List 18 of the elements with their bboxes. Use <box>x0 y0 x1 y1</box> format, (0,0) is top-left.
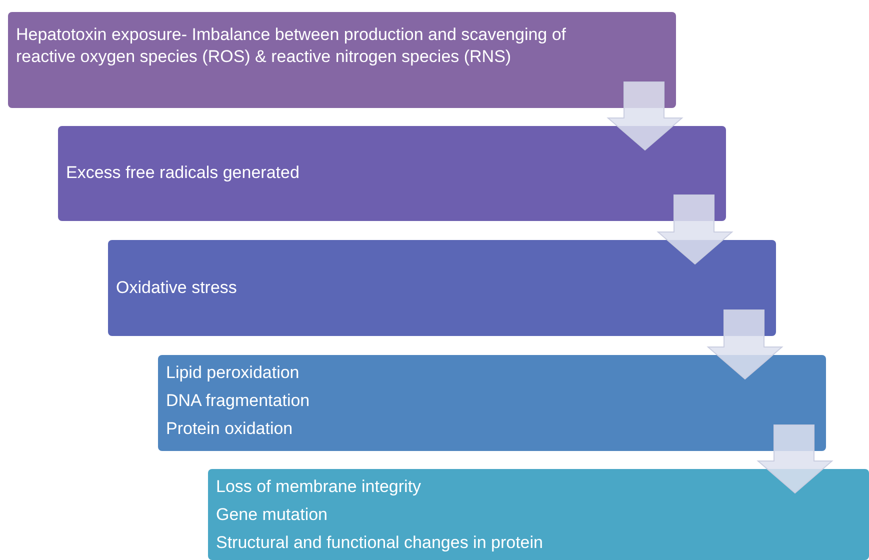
step-text: Gene mutation <box>216 504 329 526</box>
step-text: Lipid peroxidation <box>166 362 300 384</box>
process-box <box>158 355 826 451</box>
process-box <box>58 126 726 221</box>
down-arrow <box>756 424 834 494</box>
step-text: DNA fragmentation <box>166 390 311 412</box>
step-text: Oxidative stress <box>116 276 238 299</box>
step-text: Protein oxidation <box>166 418 294 440</box>
step-text: Excess free radicals generated <box>66 162 300 184</box>
down-arrow <box>706 310 784 380</box>
process-box <box>8 12 676 108</box>
step-text: Structural and functional changes in protein <box>216 532 544 554</box>
down-arrow <box>606 82 684 151</box>
step-text: Hepatotoxin exposure- Imbalance between production and scavenging of reactive oxygen species (ROS) & reactive nitrogen species (RNS) <box>16 24 568 68</box>
process-box <box>208 469 869 560</box>
process-box <box>108 240 776 336</box>
step-text: Loss of membrane integrity <box>216 476 422 498</box>
down-arrow <box>656 194 734 265</box>
